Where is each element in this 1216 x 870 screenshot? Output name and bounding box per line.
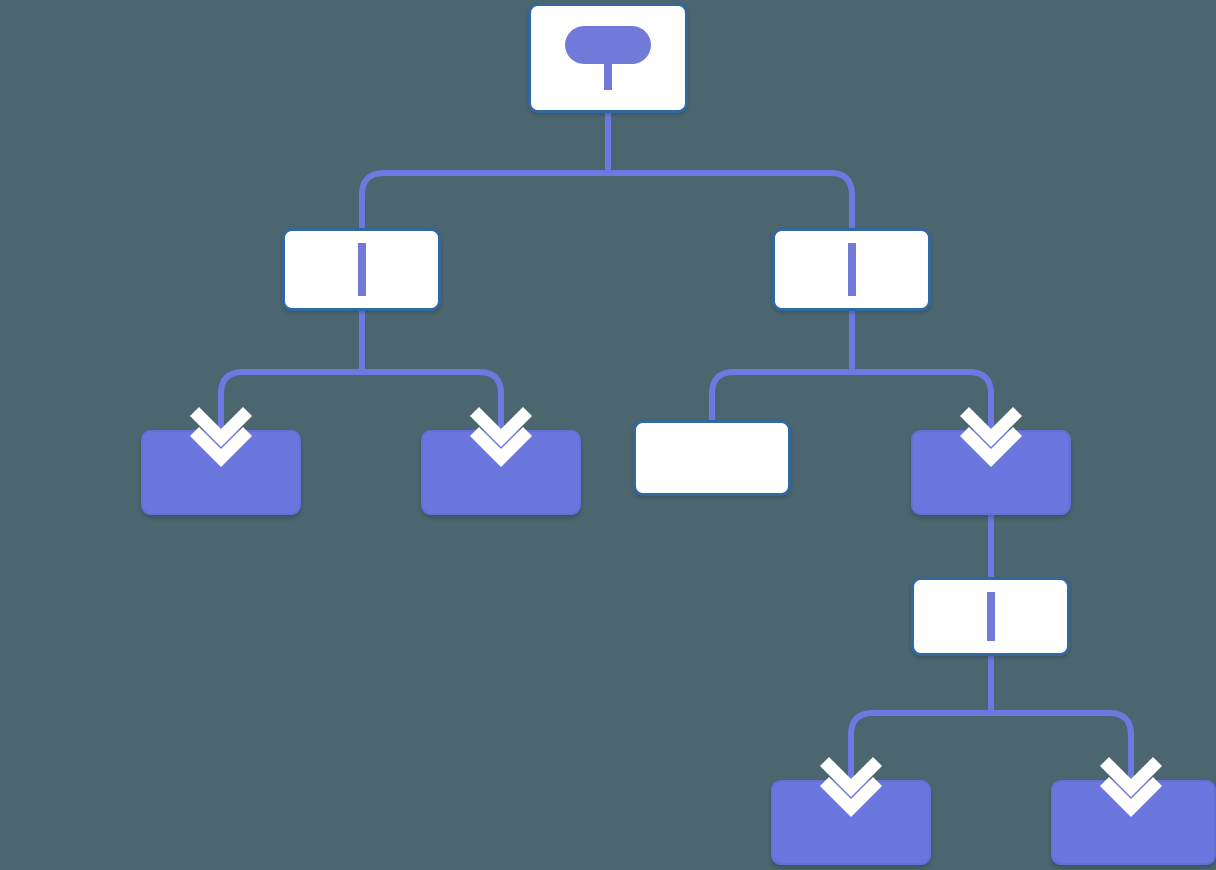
- node-level2-right[interactable]: [772, 228, 931, 311]
- node-level3-second[interactable]: [421, 430, 581, 515]
- node-level2-left[interactable]: [282, 228, 441, 311]
- pill-shape: [565, 26, 651, 64]
- pill-stem-shape: [604, 60, 612, 90]
- node-level5-left[interactable]: [771, 780, 931, 865]
- node-root[interactable]: [528, 3, 688, 113]
- vertical-line-icon: [986, 592, 995, 641]
- node-level3-first[interactable]: [141, 430, 301, 515]
- pill-stem-icon: [565, 26, 651, 90]
- vertical-line-icon: [357, 243, 366, 296]
- node-level4[interactable]: [911, 577, 1070, 656]
- node-level5-right[interactable]: [1051, 780, 1216, 865]
- node-level3-fourth[interactable]: [911, 430, 1071, 515]
- node-level3-third-empty[interactable]: [633, 420, 791, 496]
- vertical-line-icon: [847, 243, 856, 296]
